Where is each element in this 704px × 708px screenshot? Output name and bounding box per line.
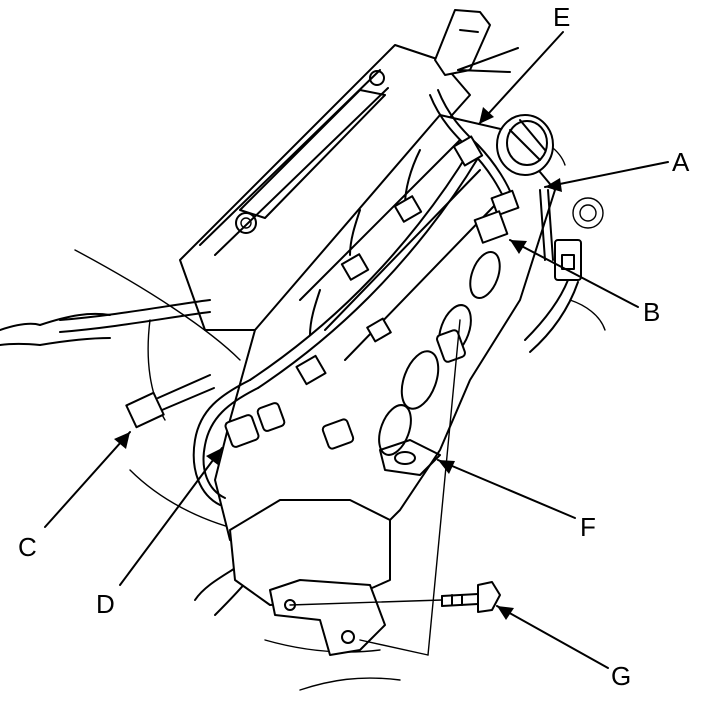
leader-lines xyxy=(44,31,669,669)
callout-labels: A B C D E F G xyxy=(18,2,690,691)
callout-c-label: C xyxy=(18,532,37,562)
callout-b-label: B xyxy=(643,297,660,327)
connector-c xyxy=(125,374,215,429)
bolt-g xyxy=(441,581,501,613)
callout-e-label: E xyxy=(553,2,570,32)
lower-bracket xyxy=(229,499,391,656)
throttle-body xyxy=(496,114,554,176)
callout-d-label: D xyxy=(96,589,115,619)
callout-g-label: G xyxy=(611,661,631,691)
callout-f-label: F xyxy=(580,512,596,542)
upper-intake-manifold xyxy=(179,44,471,331)
connector-a-b-group xyxy=(473,189,582,353)
callout-a-label: A xyxy=(672,147,690,177)
connector-d xyxy=(224,329,466,450)
harness-connectors xyxy=(295,195,423,386)
